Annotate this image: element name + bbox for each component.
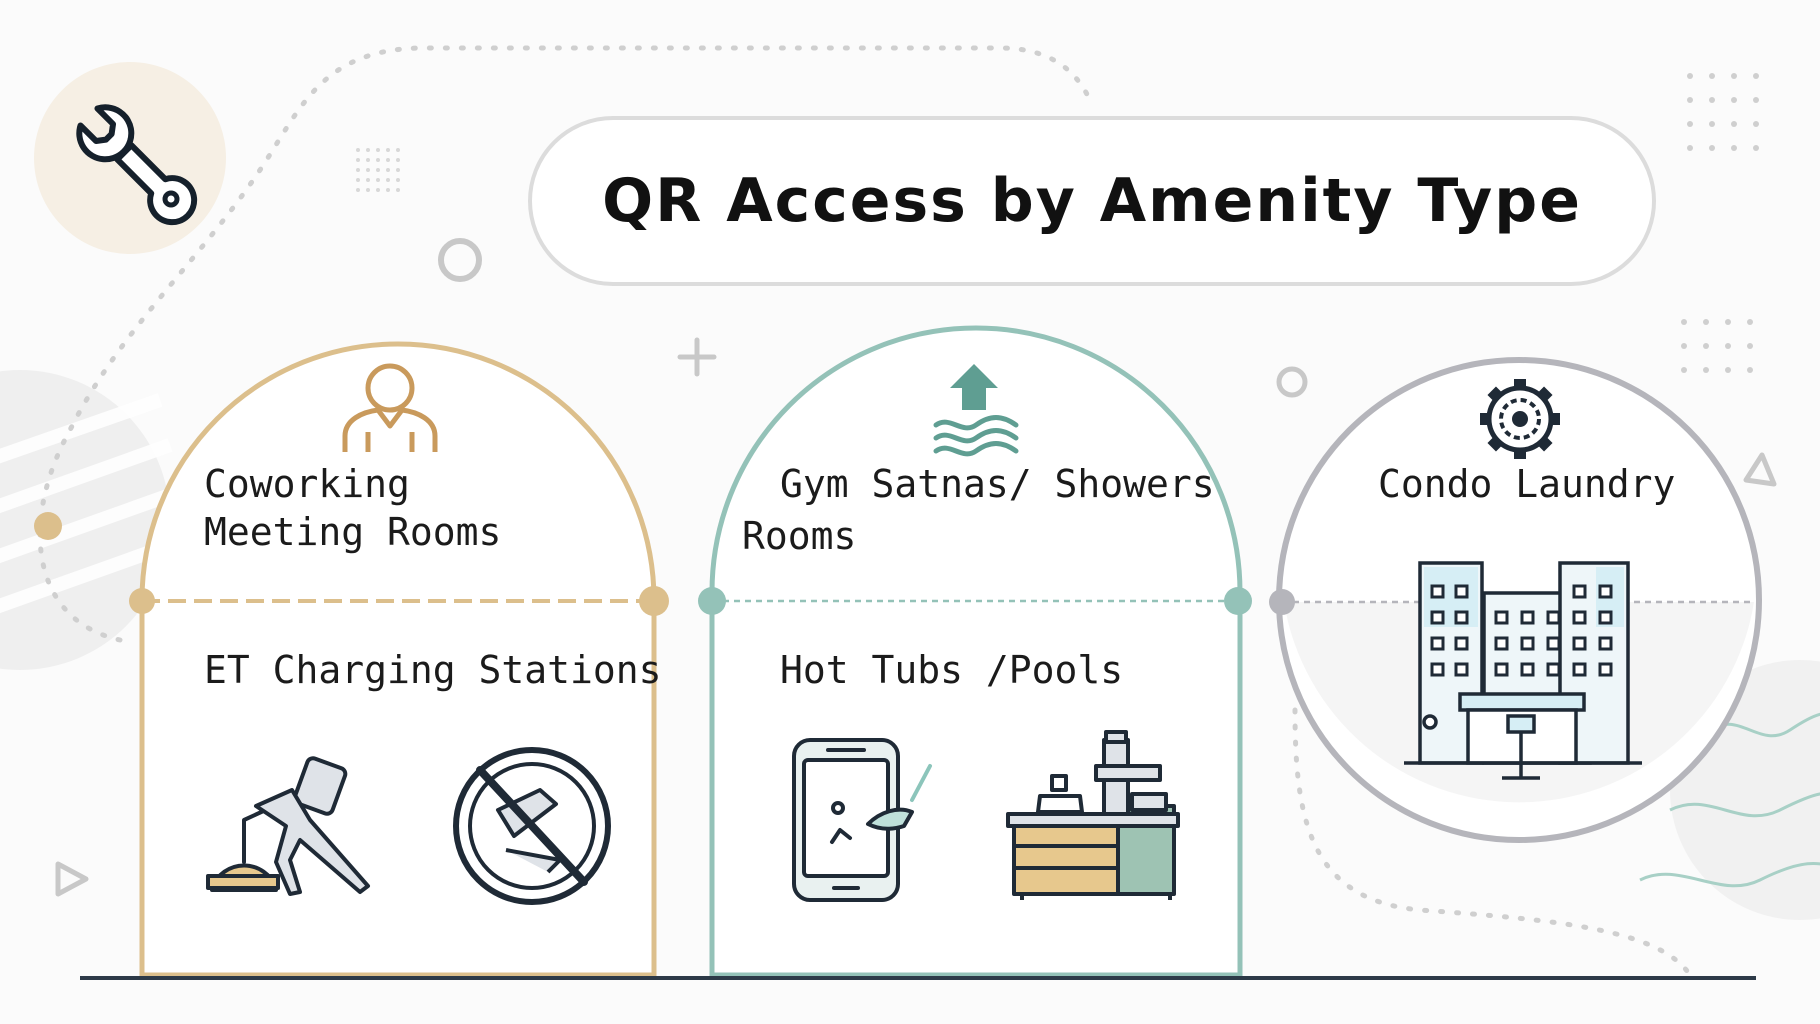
building-icon: [1404, 561, 1642, 780]
person-icon: [342, 363, 438, 452]
spa-counter-icon: [1006, 730, 1180, 900]
panel-2-node-right: [1224, 587, 1252, 615]
waves-arrow-icon: [933, 364, 1019, 457]
plus-decor: [677, 337, 717, 377]
panel-2-bottom-label: Hot Tubs /Pools: [780, 648, 1124, 692]
page-title: QR Access by Amenity Type: [602, 166, 1582, 236]
dot-grid-small: [356, 148, 400, 192]
dot-grid-top-right: [1687, 73, 1759, 151]
dotted-path-bottom: [1292, 707, 1693, 978]
panel-2-top-label-line2: Rooms: [742, 514, 857, 558]
wrench-icon: [76, 104, 198, 226]
panel-1-top-label-line2: Meeting Rooms: [204, 510, 502, 554]
pump-nozzle-icon: [206, 756, 370, 896]
title-banner: QR Access by Amenity Type: [528, 116, 1656, 286]
panel-3-top-label: Condo Laundry: [1378, 462, 1676, 506]
no-entry-icon: [453, 747, 611, 905]
panel-3-node-left: [1269, 589, 1295, 615]
triangle-decor-2: [1743, 452, 1777, 487]
triangle-decor-1: [55, 861, 89, 897]
panel-1-top-label-line1: Coworking: [204, 462, 410, 506]
panel-1-node-right: [639, 586, 669, 616]
ring-decor-2: [1276, 366, 1308, 398]
dot-grid-mid-right: [1681, 319, 1753, 373]
phone-scan-icon: [792, 738, 932, 902]
panel-2-top-label-line1: Gym Satnas/ Showers: [780, 462, 1215, 506]
gear-icon: [1480, 379, 1560, 459]
gold-dot-decor: [34, 512, 62, 540]
wave-lines-decor: [1639, 712, 1820, 888]
panel-1-bottom-label: ET Charging Stations: [204, 648, 662, 692]
panel-2-node-left: [698, 587, 726, 615]
panel-1-node-left: [129, 588, 155, 614]
ring-decor-1: [438, 238, 482, 282]
